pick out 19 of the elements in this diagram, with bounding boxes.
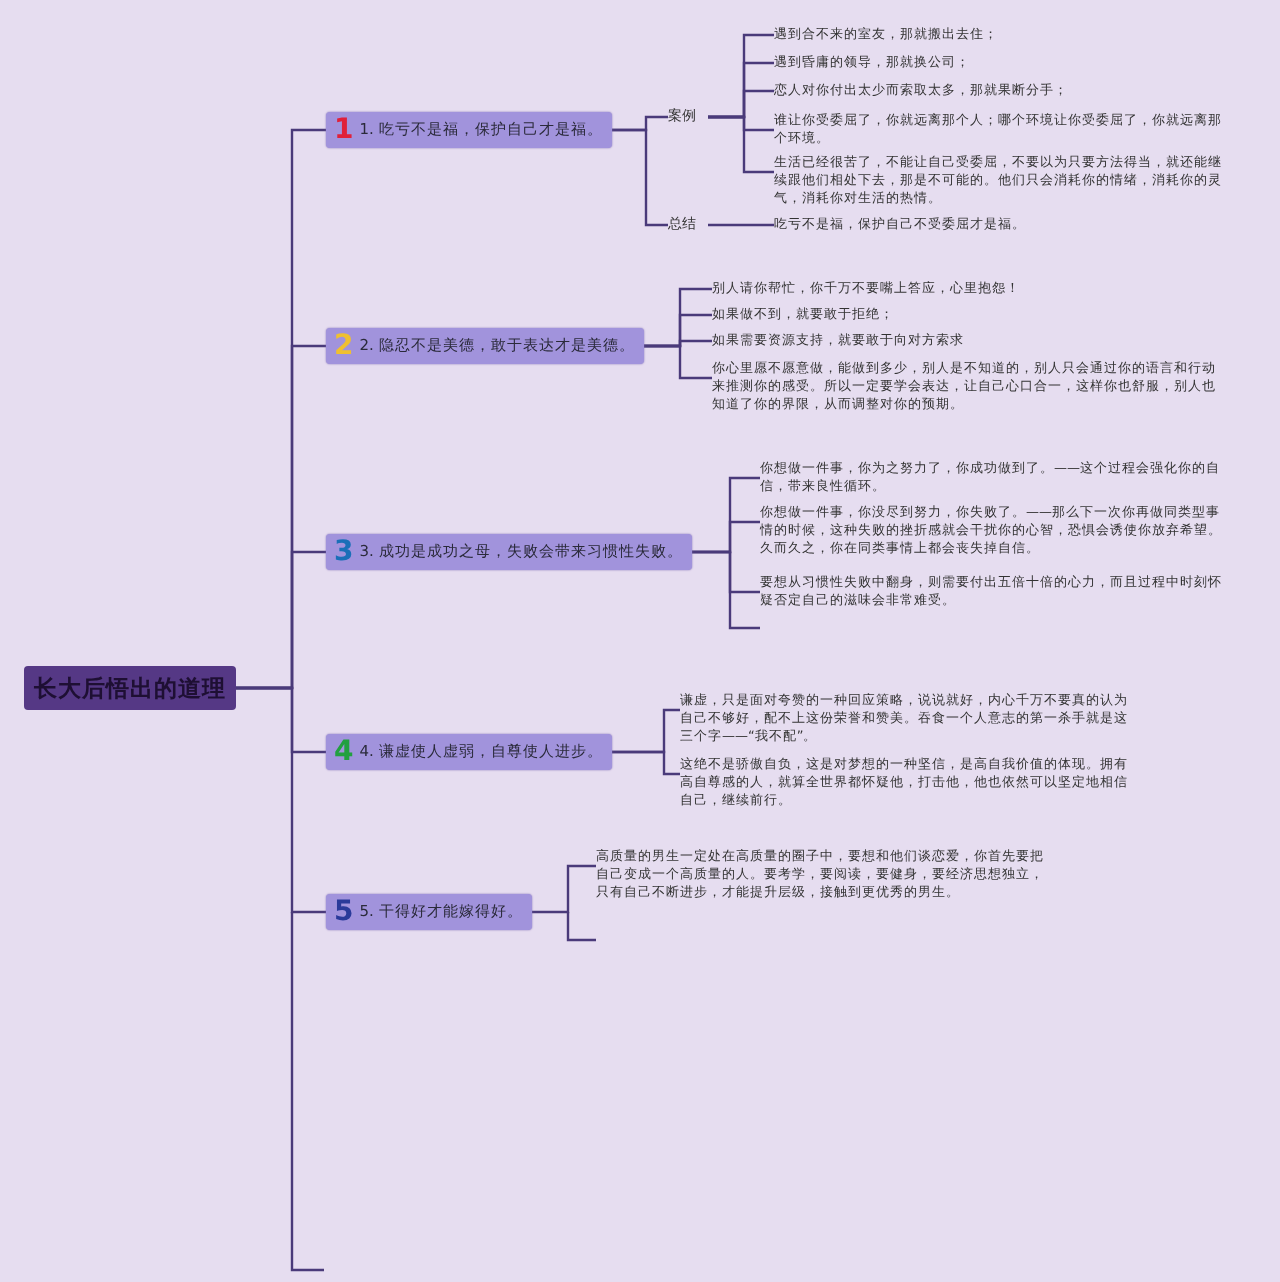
connector-line [612, 750, 680, 776]
connector-line [644, 344, 712, 380]
topic-box [326, 894, 533, 930]
topic-box [326, 328, 645, 364]
topic-box [326, 112, 613, 148]
connector-line [708, 223, 774, 227]
topic-box [326, 534, 693, 570]
connector-line [532, 864, 596, 914]
step-number: 2 [334, 330, 354, 362]
root-box: 长大后悟出的道理 [24, 666, 236, 710]
connector-line [236, 686, 326, 914]
step-number: 4 [334, 736, 354, 768]
connector-line [692, 550, 760, 594]
step-number: 1 [334, 114, 354, 146]
connector-line [612, 128, 668, 227]
topic-box [326, 734, 613, 770]
step-number: 3 [334, 536, 354, 568]
step-number: 5 [334, 896, 354, 928]
connector-line [708, 115, 774, 174]
